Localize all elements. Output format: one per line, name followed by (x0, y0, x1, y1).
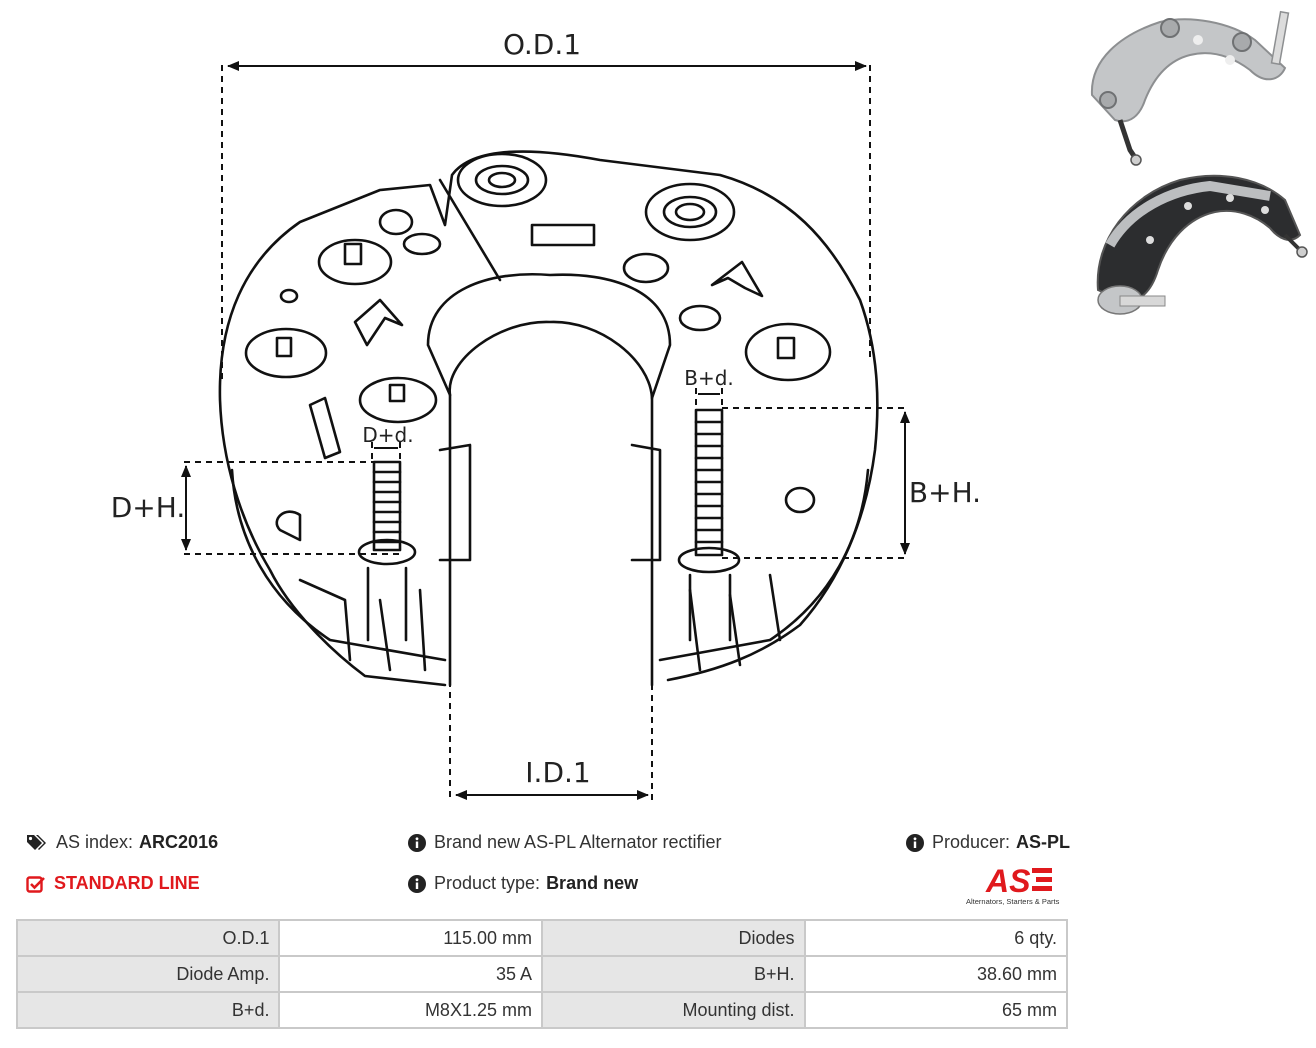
center-cavity (426, 273, 672, 400)
producer-label: Producer: (932, 832, 1011, 852)
right-bolt (677, 408, 741, 642)
as-index: AS index: ARC2016 (26, 832, 218, 853)
dh-label: D+H. (111, 491, 185, 524)
spec-label: Diodes (540, 919, 806, 957)
product-line-text: STANDARD LINE (54, 873, 200, 893)
producer-value: AS-PL (1016, 832, 1071, 852)
spec-value: M8X1.25 mm (278, 991, 543, 1029)
product-photos (1090, 10, 1308, 315)
spec-label: O.D.1 (15, 919, 281, 957)
dd-label: D+d. (362, 423, 413, 447)
table-row: O.D.1 115.00 mm Diodes 6 qty. (15, 919, 1069, 957)
info-icon (408, 874, 426, 893)
rectifier-body-outline (218, 150, 879, 687)
bh-label: B+H. (909, 476, 981, 509)
id-label: I.D.1 (525, 756, 590, 789)
spec-value: 65 mm (803, 991, 1069, 1029)
specifications-table: O.D.1 115.00 mm Diodes 6 qty. Diode Amp.… (15, 919, 1069, 1029)
bd-label: B+d. (684, 366, 734, 390)
spec-value: 38.60 mm (803, 955, 1069, 993)
as-index-label: AS index: (56, 832, 134, 852)
spec-label: Mounting dist. (540, 991, 806, 1029)
spec-value: 35 A (278, 955, 543, 993)
spec-label: Diode Amp. (15, 955, 281, 993)
spec-label: B+d. (15, 991, 281, 1029)
product-type-label: Product type: (434, 873, 541, 893)
product-line: STANDARD LINE (26, 873, 200, 894)
description-text: Brand new AS-PL Alternator rectifier (434, 832, 722, 852)
spec-label: B+H. (540, 955, 806, 993)
table-row: Diode Amp. 35 A B+H. 38.60 mm (15, 955, 1069, 993)
left-bolt (357, 460, 417, 642)
table-row: B+d. M8X1.25 mm Mounting dist. 65 mm (15, 991, 1069, 1029)
as-index-value: ARC2016 (139, 832, 219, 852)
tags-icon (27, 834, 46, 850)
product-type: Product type: Brand new (408, 873, 638, 894)
product-type-value: Brand new (546, 873, 639, 893)
logo-mark: AS (985, 863, 1031, 899)
rectifier-technical-drawing: O.D.1 I.D.1 D+H. B+H. D+d. B+d. (111, 28, 981, 800)
check-square-icon (26, 875, 45, 893)
producer: Producer: AS-PL (906, 832, 1070, 853)
spec-value: 6 qty. (803, 919, 1069, 957)
as-pl-logo: AS Alternators, Starters & Parts (966, 863, 1060, 906)
spec-value: 115.00 mm (278, 919, 543, 957)
logo-tagline: Alternators, Starters & Parts (966, 897, 1060, 906)
product-photo-bottom (1096, 174, 1308, 315)
product-description: Brand new AS-PL Alternator rectifier (408, 832, 721, 853)
od-label: O.D.1 (503, 28, 581, 61)
product-photo-top (1090, 10, 1290, 166)
info-icon (906, 833, 924, 852)
info-icon (408, 833, 426, 852)
